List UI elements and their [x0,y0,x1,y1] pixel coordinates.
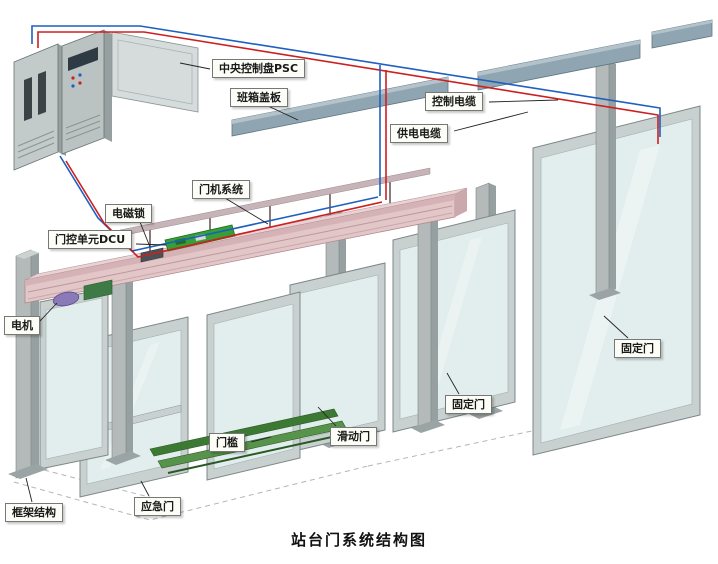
fixed-door-right-panel [532,105,701,456]
label-fixed-door-right: 固定门 [614,339,661,358]
door-machine-beam [24,187,468,304]
fixed-panel-left-small [39,287,109,470]
label-control-cable: 控制电缆 [425,92,483,111]
label-door-control-unit-dcu: 门控单元DCU [48,230,133,249]
support-column-1 [8,249,48,479]
support-column-4 [411,194,445,433]
cabinet-open-door [111,31,199,113]
label-power-cable: 供电电缆 [390,124,448,143]
leader-lines [25,62,629,503]
motor-unit [52,279,113,307]
label-emergency-door: 应急门 [134,497,181,516]
label-cover-plate: 班箱盖板 [230,88,288,107]
power-cable-line [37,31,659,144]
label-door-machine-system: 门机系统 [192,180,250,199]
label-frame-structure: 框架结构 [5,503,63,522]
threshold-strips [149,408,351,474]
magnetic-lock-unit [140,247,164,263]
label-sliding-door: 滑动门 [330,427,377,446]
label-fixed-door-mid: 固定门 [445,395,492,414]
diagram-title: 站台门系统结构图 [290,531,427,549]
upper-hanger-rail [119,167,431,251]
cable-trough-cover-plates [231,19,713,137]
label-magnetic-lock: 电磁锁 [105,204,152,223]
control-cabinets [13,29,199,171]
support-column-2 [105,256,141,465]
label-threshold: 门槛 [209,433,245,452]
label-central-control-panel-psc: 中央控制盘PSC [212,59,306,78]
control-cable-line [31,25,661,137]
label-motor: 电机 [4,316,40,335]
